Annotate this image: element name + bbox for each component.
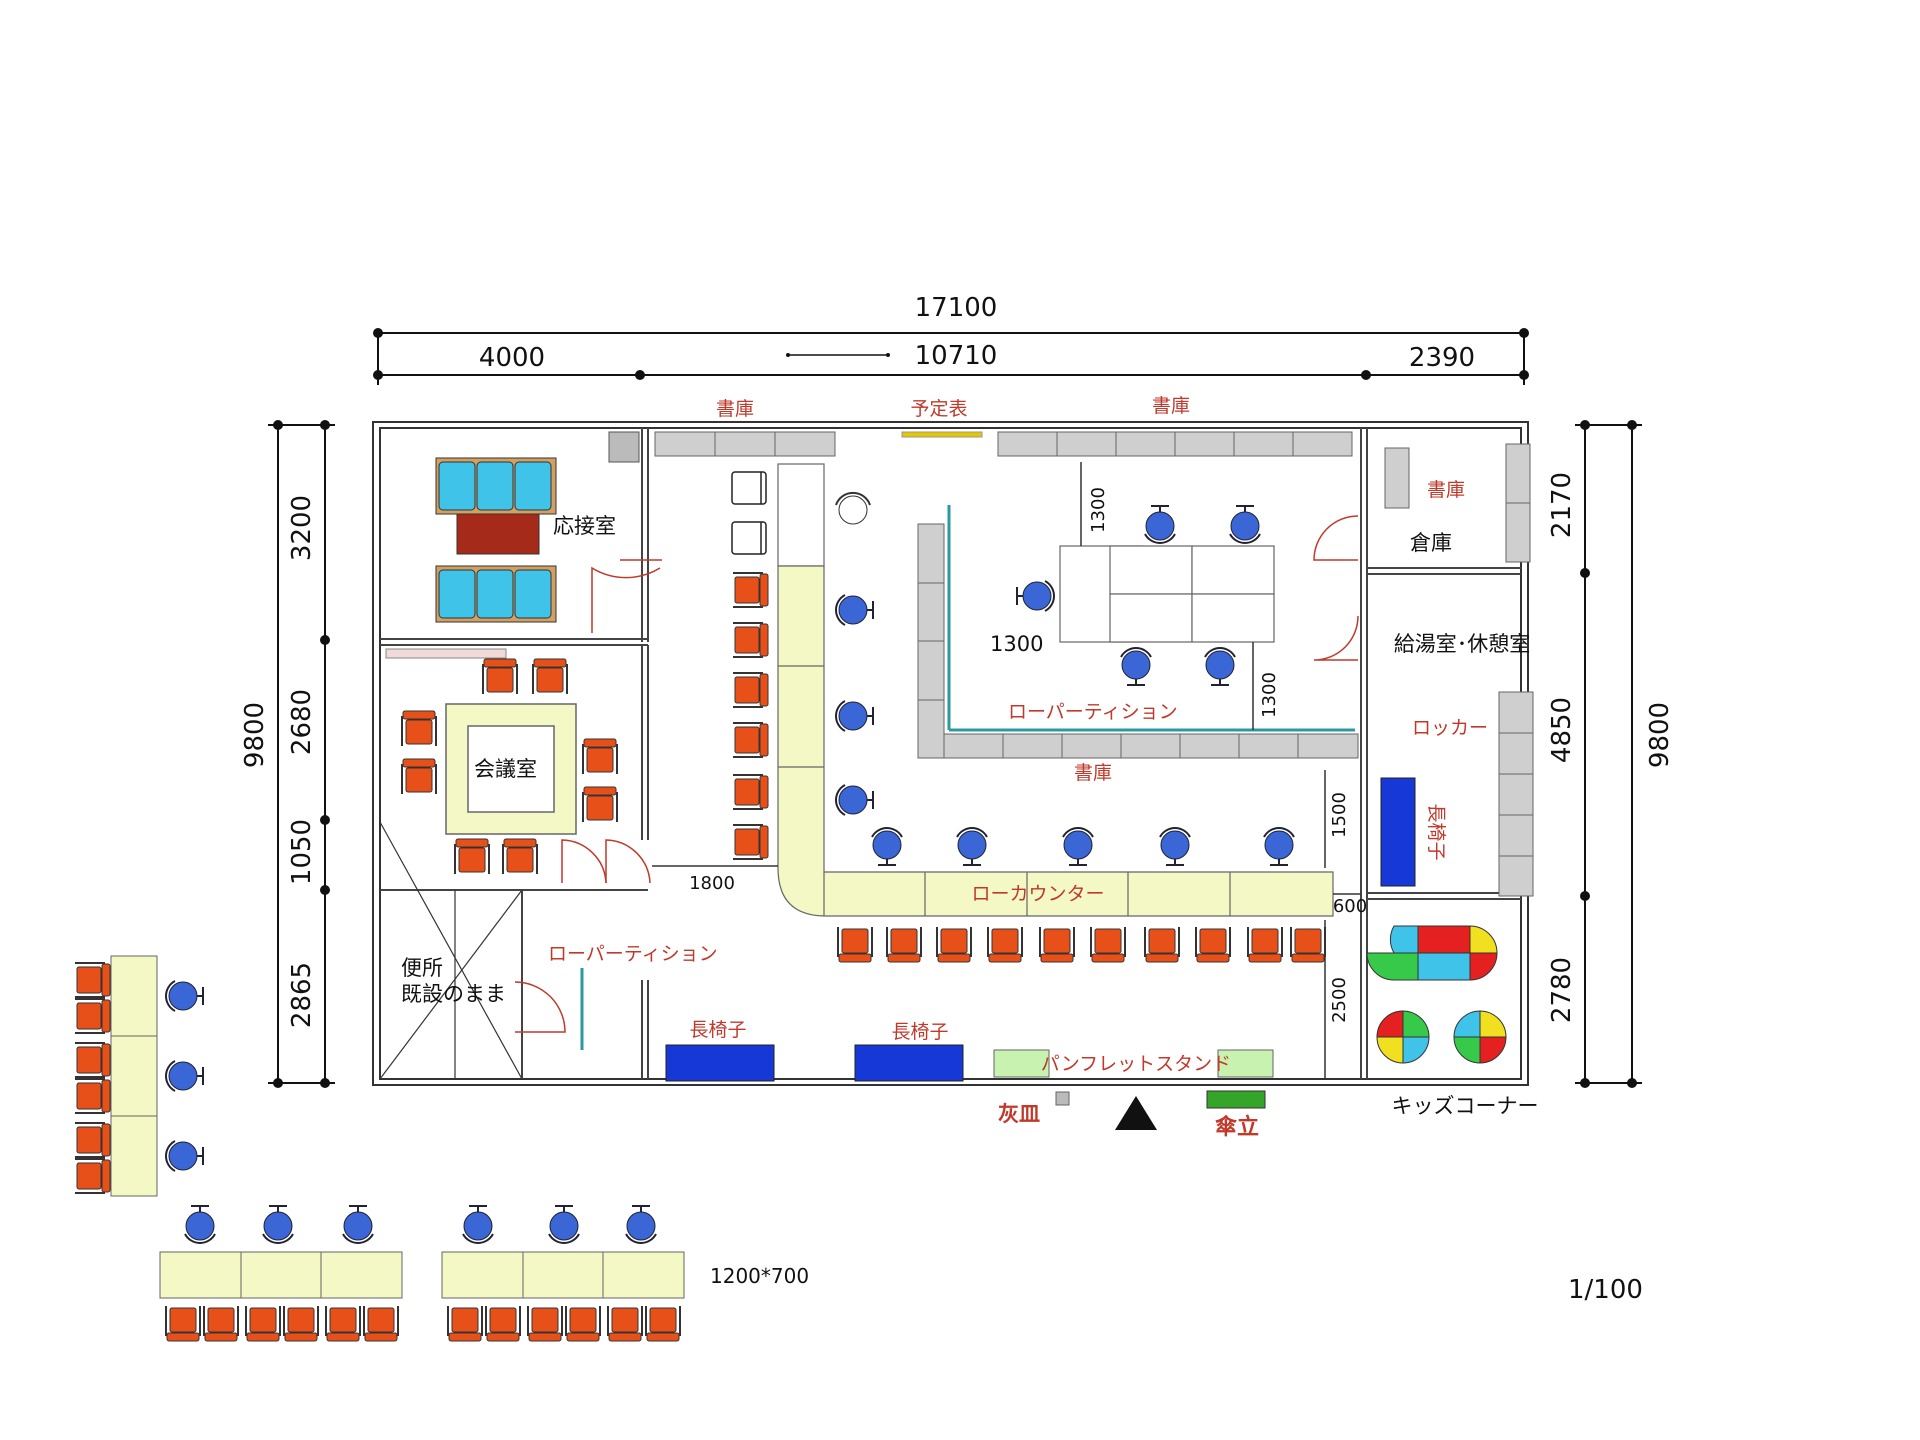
label-bookcase-4: 書庫 (1427, 479, 1465, 501)
dim-inner-1800: 1800 (689, 873, 735, 894)
dim-inner-600: 600 (1333, 896, 1367, 917)
bench-1 (665, 1044, 775, 1082)
toilet-area (379, 821, 523, 1080)
kids-table-oval (1366, 925, 1498, 981)
dim-inner-1300-a: 1300 (1088, 487, 1109, 533)
bench-3 (1380, 777, 1416, 887)
label-bookcase-3: 書庫 (1074, 762, 1112, 784)
dim-top-right: 2390 (1409, 343, 1475, 373)
reception-table (456, 513, 540, 555)
bench-2 (854, 1044, 964, 1082)
label-bookcase-1: 書庫 (716, 398, 754, 420)
label-bench-1: 長椅子 (689, 1019, 746, 1041)
dim-right-1: 2170 (1547, 472, 1577, 538)
dimension-dots-left (273, 420, 330, 1088)
whiteboard (385, 648, 507, 659)
dim-left-1: 3200 (287, 495, 317, 561)
sample-vertical-desk (74, 955, 204, 1197)
label-bench-3: 長椅子 (1425, 803, 1447, 860)
right-dimensions (1575, 424, 1642, 1084)
sample-desk-row-1 (159, 1205, 403, 1342)
bookcase-top-left (654, 431, 836, 457)
scale-note: 1/100 (1568, 1275, 1643, 1305)
dim-inner-1500: 1500 (1329, 792, 1350, 838)
meeting-table (445, 703, 577, 835)
room-toilet-2: 既設のまま (401, 982, 506, 1006)
desk-size-note: 1200*700 (710, 1264, 809, 1288)
room-kitchen: 給湯室･休憩室 (1394, 632, 1531, 656)
dim-inner-2500: 2500 (1329, 977, 1350, 1023)
dimension-dots-right (1580, 420, 1637, 1088)
doors (514, 515, 1359, 1033)
dim-inner-1300-c: 1300 (1259, 672, 1280, 718)
label-bookcase-2: 書庫 (1152, 395, 1190, 417)
desk-cluster (1059, 545, 1275, 643)
entrance-arrow-icon (1115, 1096, 1157, 1130)
pillar-box (608, 431, 640, 463)
room-reception: 応接室 (553, 514, 616, 538)
storage-shelves (1384, 443, 1531, 563)
counter-customer-chairs (837, 926, 1326, 963)
label-low-counter: ローカウンター (971, 883, 1104, 905)
schedule-board (901, 431, 983, 438)
dim-top-left: 4000 (479, 343, 545, 373)
low-counter (777, 565, 1334, 917)
dimension-dots-top (373, 328, 1529, 380)
sample-desk-row-2 (441, 1205, 685, 1342)
label-low-partition-1: ローパーティション (1008, 701, 1178, 723)
umbrella-stand-box (1206, 1090, 1266, 1109)
inner-dimension-lines (652, 770, 1361, 1079)
label-bench-2: 長椅子 (891, 1021, 948, 1043)
dim-left-total: 9800 (240, 702, 270, 768)
bookcase-top-right (997, 431, 1353, 457)
bookcase-vertical (917, 523, 945, 759)
bookcase-bottom (943, 733, 1359, 759)
label-locker: ロッカー (1412, 717, 1488, 739)
counter-left-chairs (731, 471, 769, 860)
ashtray-box (1055, 1091, 1070, 1106)
label-low-partition-2: ローパーティション (548, 943, 718, 965)
room-storage: 倉庫 (1410, 531, 1452, 555)
label-pamphlet-stand: パンフレットスタンド (1041, 1053, 1231, 1075)
kids-table-round-1 (1376, 1010, 1430, 1064)
work-side-desk (777, 463, 825, 567)
label-ashtray: 灰皿 (998, 1102, 1040, 1126)
interior-walls (380, 428, 1521, 1079)
pamphlet-stand-left (993, 1049, 1050, 1078)
locker (1498, 691, 1534, 897)
dim-top-mid: 10710 (915, 341, 998, 371)
label-schedule: 予定表 (910, 398, 967, 420)
room-meeting: 会議室 (474, 757, 537, 781)
dim-left-2: 2680 (287, 689, 317, 755)
reception-sofa-bottom (435, 565, 557, 623)
reception-sofa-top (435, 457, 557, 515)
top-dimensions (377, 332, 1525, 385)
dim-right-3: 2780 (1547, 957, 1577, 1023)
dim-left-3: 1050 (287, 819, 317, 885)
dim-right-total: 9800 (1645, 702, 1675, 768)
room-kids: キッズコーナー (1392, 1094, 1539, 1118)
pamphlet-stand-right (1217, 1049, 1274, 1078)
dim-left-4: 2865 (287, 962, 317, 1028)
dim-right-2: 4850 (1547, 697, 1577, 763)
dim-top-total: 17100 (915, 293, 998, 323)
dim-inner-1300-b: 1300 (990, 632, 1043, 656)
room-toilet-1: 便所 (401, 956, 443, 980)
kids-table-round-2 (1453, 1010, 1507, 1064)
label-umbrella-stand: 傘立 (1215, 1114, 1259, 1140)
staff-chair-white (835, 491, 871, 525)
